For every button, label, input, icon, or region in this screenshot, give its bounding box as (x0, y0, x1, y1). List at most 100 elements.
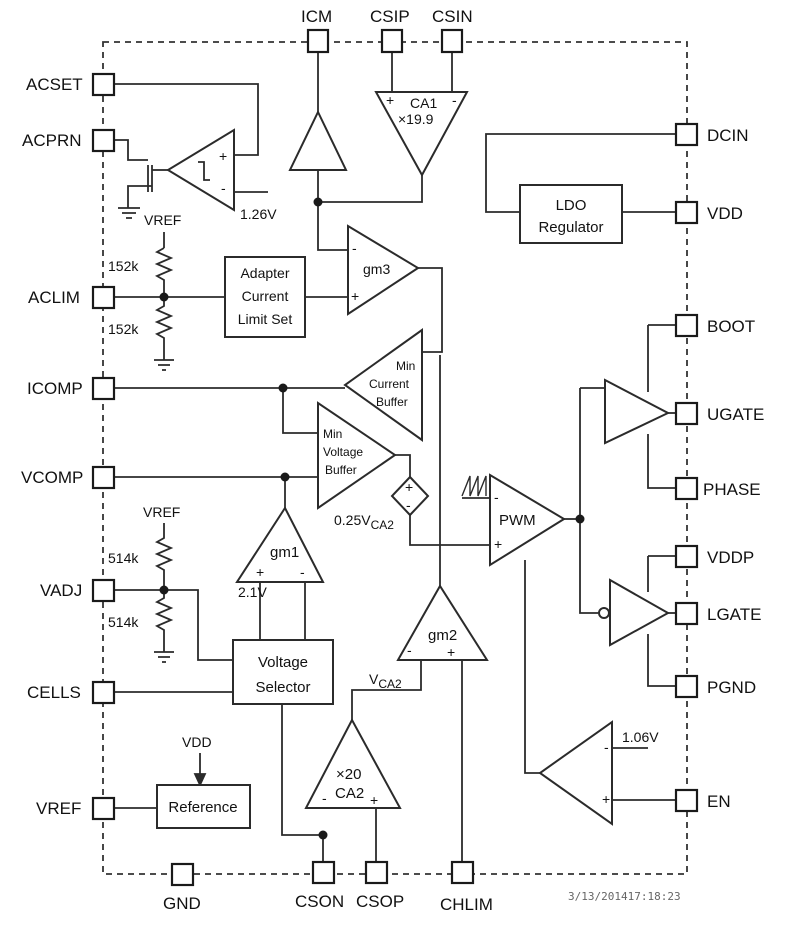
svg-text:-: - (221, 180, 226, 196)
gm1-amplifier (235, 506, 325, 583)
pin-box-csip (380, 28, 404, 54)
min-current-label-1: Min (396, 359, 415, 373)
pin-label-icomp: ICOMP (27, 379, 83, 398)
en-comparator (538, 720, 613, 826)
ldo-regulator-block (519, 184, 623, 244)
adapter-current-limit-block (224, 256, 306, 338)
min-voltage-label-1: Min (323, 427, 342, 441)
offset-source-diamond (390, 475, 430, 517)
r514k-top-label: 514k (108, 550, 139, 566)
min-current-label-2: Current (369, 377, 410, 391)
timestamp: 3/13/201417:18:23 (568, 890, 681, 903)
svg-text:+: + (256, 564, 264, 580)
svg-text:+: + (370, 792, 378, 808)
adapter-label-2: Current (242, 288, 289, 304)
pin-box-csin (440, 28, 464, 54)
svg-text:+: + (405, 479, 413, 495)
pwm-comparator (489, 473, 566, 567)
pin-box-lgate (674, 601, 699, 626)
lgate-driver (609, 578, 671, 647)
pin-box-cells (91, 680, 116, 705)
pin-label-chlim: CHLIM (440, 895, 493, 914)
min-voltage-label-3: Buffer (325, 463, 357, 477)
svg-text:+: + (447, 644, 455, 660)
ca2-amplifier (304, 717, 402, 809)
gm3-label: gm3 (363, 261, 390, 277)
r152k-bot-label: 152k (108, 321, 139, 337)
ca2-gain: ×20 (336, 766, 361, 783)
svg-text:-: - (407, 642, 412, 658)
pin-box-vcomp (91, 465, 116, 490)
pin-label-cells: CELLS (27, 683, 81, 702)
pin-box-acset (91, 72, 116, 97)
pin-box-vref (91, 796, 116, 821)
svg-text:+: + (602, 791, 610, 807)
pin-label-csin: CSIN (432, 7, 473, 26)
pin-label-csip: CSIP (370, 7, 410, 26)
pin-box-vadj (91, 578, 116, 603)
ca1-amplifier (374, 91, 469, 178)
v126-label: 1.26V (240, 206, 277, 222)
pin-box-vdd (674, 200, 699, 225)
gm2-label: gm2 (428, 627, 457, 644)
svg-text:-: - (604, 739, 609, 755)
svg-text:+: + (351, 288, 359, 304)
reference-label: Reference (168, 799, 237, 816)
svg-text:-: - (300, 564, 305, 580)
lgate-inverter-bubble (598, 607, 610, 619)
svg-text:+: + (386, 92, 394, 108)
pin-box-icm (306, 28, 330, 54)
pin-label-boot: BOOT (707, 317, 755, 336)
svg-text:-: - (494, 489, 499, 505)
pin-box-aclim (91, 285, 116, 310)
pin-box-gnd (170, 862, 195, 887)
ldo-label-2: Regulator (538, 219, 603, 236)
min-voltage-buffer (317, 401, 397, 510)
wires (114, 52, 676, 862)
svg-text:-: - (452, 92, 457, 108)
voltage-selector-label-1: Voltage (258, 654, 308, 671)
pwm-label: PWM (499, 512, 536, 529)
v106-label: 1.06V (622, 729, 659, 745)
ugate-driver (604, 378, 671, 445)
pin-box-boot (674, 313, 699, 338)
svg-text:+: + (219, 148, 227, 164)
pin-label-lgate: LGATE (707, 605, 761, 624)
pin-box-chlim (450, 860, 475, 885)
pin-box-vddp (674, 544, 699, 569)
adapter-label-3: Limit Set (238, 311, 293, 327)
vref-mid-label: VREF (143, 504, 180, 520)
r514k-bot-label: 514k (108, 614, 139, 630)
pin-label-gnd: GND (163, 894, 201, 913)
pin-box-csop (364, 860, 389, 885)
pin-box-phase (674, 476, 699, 501)
pin-label-cson: CSON (295, 892, 344, 911)
svg-text:-: - (322, 790, 327, 806)
pin-boxes (91, 28, 699, 887)
svg-text:-: - (352, 240, 357, 256)
vca2-label: VCA2 (369, 671, 402, 691)
pin-box-dcin (674, 122, 699, 147)
gm2-amplifier (396, 584, 489, 661)
v21-label: 2.1V (238, 584, 267, 600)
ca1-name: CA1 (410, 95, 437, 111)
pin-box-en (674, 788, 699, 813)
acprn-comparator (166, 128, 235, 212)
pin-box-acprn (91, 128, 116, 153)
pin-label-vcomp: VCOMP (21, 468, 83, 487)
pin-label-acset: ACSET (26, 75, 83, 94)
pin-label-pgnd: PGND (707, 678, 756, 697)
svg-text:+: + (494, 536, 502, 552)
icm-buffer-triangle (288, 109, 348, 171)
svg-text:-: - (406, 497, 411, 513)
pin-label-acprn: ACPRN (22, 131, 82, 150)
vdd-ref-label: VDD (182, 734, 212, 750)
voltage-selector-label-2: Selector (255, 679, 310, 696)
junction-dots (159, 197, 585, 840)
v025-label: 0.25VCA2 (334, 512, 394, 532)
voltage-selector-block (232, 639, 334, 705)
ca1-gain: ×19.9 (398, 111, 434, 127)
pin-box-icomp (91, 376, 116, 401)
pin-box-cson (311, 860, 336, 885)
